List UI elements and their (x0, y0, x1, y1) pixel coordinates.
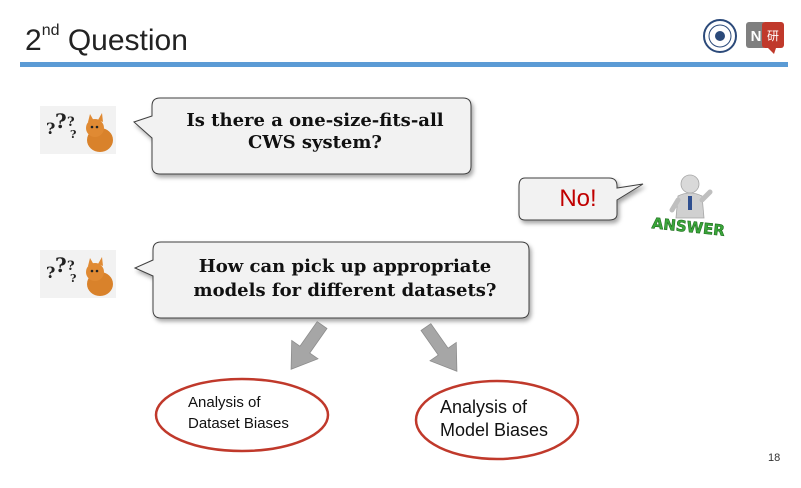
svg-text:研: 研 (767, 29, 779, 43)
svg-text:?: ? (46, 263, 55, 282)
svg-text:?: ? (70, 128, 76, 141)
svg-text:?: ? (46, 119, 55, 138)
dataset-biases-line2: Dataset Biases (188, 415, 289, 432)
answer-text: No! (559, 185, 597, 212)
svg-text:N: N (751, 28, 762, 45)
svg-text:?: ? (70, 272, 76, 285)
model-biases-line2: Model Biases (440, 420, 549, 441)
question1-line1: Is there a one-size-fits-all (186, 110, 444, 131)
question-bubble-2: How can pick up appropriate models for d… (133, 240, 533, 320)
svg-text:?: ? (67, 259, 75, 274)
page-number: 18 (768, 452, 781, 464)
arrow-down-right-icon (412, 322, 472, 378)
svg-text:ANSWER: ANSWER (651, 214, 726, 240)
question-bubble-1: Is there a one-size-fits-all CWS system? (130, 96, 475, 176)
answer-figure-icon: ANSWER (640, 170, 732, 240)
thinking-cat-icon: ? ? ? ? (40, 250, 116, 298)
dataset-biases-line1: Analysis of (188, 394, 261, 411)
svg-text:?: ? (55, 109, 67, 133)
lab-badge-icon: N 研 (746, 22, 784, 54)
question2-line1: How can pick up appropriate (198, 256, 492, 277)
thinking-cat-icon: ? ? ? ? (40, 106, 116, 154)
header-logos: N 研 (702, 16, 788, 56)
model-biases-line1: Analysis of (440, 397, 528, 417)
title-divider (20, 62, 788, 67)
dataset-biases-ellipse: Analysis of Dataset Biases (152, 376, 332, 454)
answer-bubble: No! (517, 176, 647, 222)
arrow-down-left-icon (276, 320, 336, 376)
question1-line2: CWS system? (248, 131, 382, 153)
slide-title: 2nd Question (25, 22, 188, 57)
question2-line2: models for different datasets? (193, 280, 497, 302)
svg-text:?: ? (55, 253, 67, 277)
model-biases-ellipse: Analysis of Model Biases (412, 378, 582, 462)
university-seal-icon (703, 19, 737, 53)
svg-text:?: ? (67, 115, 75, 130)
